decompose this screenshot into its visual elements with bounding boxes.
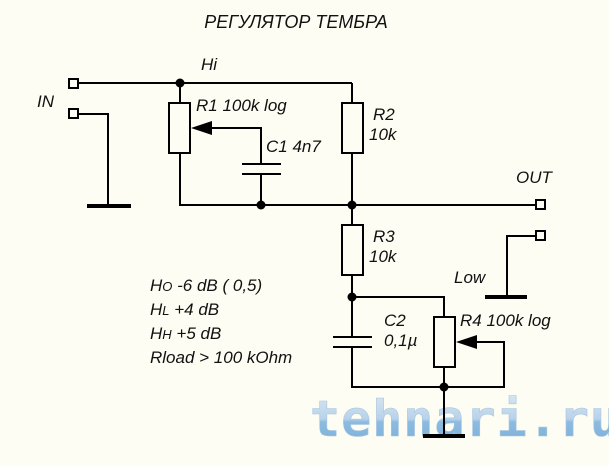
capacitor-c1-icon — [242, 163, 281, 175]
label-r2-ref: R2 — [373, 105, 395, 124]
spec-hl: HL +4 dB — [150, 300, 219, 319]
label-r1: R1 100k log — [196, 96, 287, 115]
wire-lower-bus — [179, 153, 540, 206]
resistor-r2-icon — [341, 102, 364, 154]
label-hi: Hi — [201, 55, 218, 74]
spec-hh: HH +5 dB — [150, 324, 221, 343]
label-c1: C1 4n7 — [266, 137, 321, 156]
wiper-arrow-r1-icon — [191, 121, 212, 135]
resistor-r3-icon — [341, 224, 364, 276]
wire-r4-top — [352, 296, 445, 317]
label-c2-ref: C2 — [384, 311, 406, 330]
resistor-r4-icon — [433, 316, 456, 368]
spec-rload: Rload > 100 kOhm — [150, 348, 292, 367]
junction-dot — [175, 78, 185, 88]
label-c2-value: 0,1µ — [384, 331, 418, 350]
label-out: OUT — [516, 168, 554, 187]
wire-r1-wiper — [205, 127, 262, 164]
junction-dot — [439, 382, 449, 392]
schematic-title: РЕГУЛЯТОР ТЕМБРА — [204, 12, 387, 32]
label-low: Low — [454, 268, 487, 287]
junction-dot — [347, 292, 357, 302]
resistor-r1-icon — [168, 102, 191, 154]
capacitor-c2-icon — [333, 336, 372, 348]
terminal-low[interactable] — [535, 230, 546, 241]
terminal-in-ground[interactable] — [68, 108, 79, 119]
wire-r4-wiper — [351, 341, 505, 388]
wire-low-ground — [506, 235, 540, 296]
ground-symbols — [87, 204, 527, 438]
label-r2-value: 10k — [369, 125, 398, 144]
watermark: tehnari.ru — [310, 390, 609, 448]
wires — [78, 82, 540, 436]
label-in: IN — [37, 92, 55, 111]
wiper-arrow-r4-icon — [456, 335, 477, 349]
junction-dot — [256, 200, 266, 210]
spec-ho: HO -6 dB ( 0,5) — [150, 276, 262, 295]
spec-block: HO -6 dB ( 0,5) HL +4 dB HH +5 dB Rload … — [150, 276, 292, 367]
label-r4: R4 100k log — [460, 311, 551, 330]
terminal-in-hot[interactable] — [68, 78, 79, 89]
label-r3-value: 10k — [369, 247, 398, 266]
label-r3-ref: R3 — [373, 227, 395, 246]
wire-in-ground — [78, 113, 109, 206]
junction-dot — [347, 200, 357, 210]
terminal-out[interactable] — [535, 199, 546, 210]
